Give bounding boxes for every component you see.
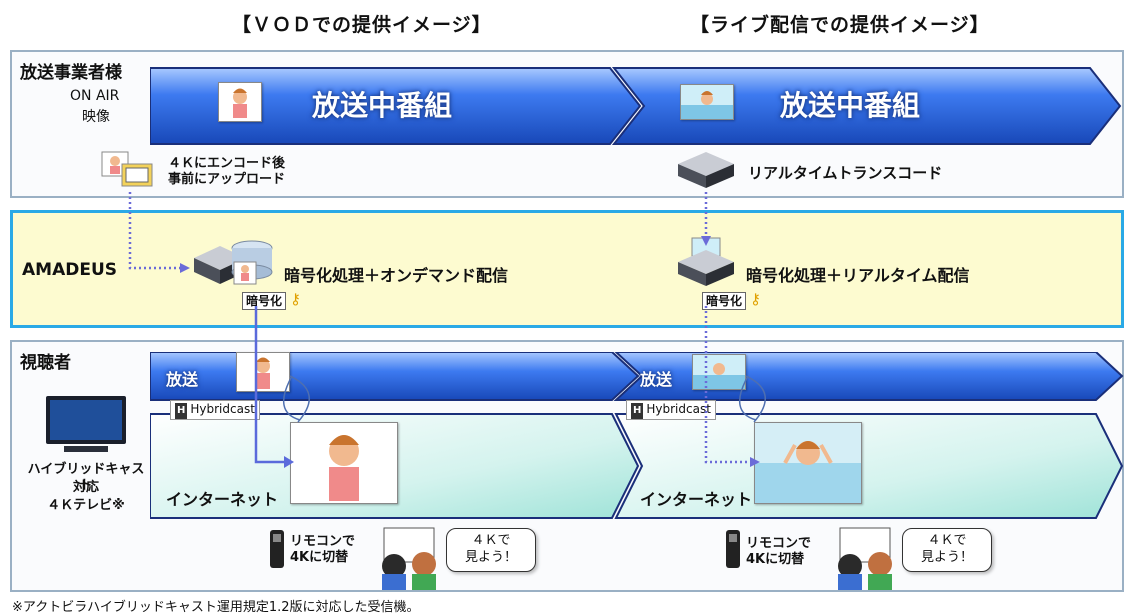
enc-tag-live: 暗号化 — [702, 292, 747, 310]
broadcast-label-vod: 放送 — [166, 370, 199, 389]
program-label-vod: 放送中番組 — [312, 89, 453, 122]
key-icon-live: ⚷ — [750, 290, 761, 308]
viewer-title: 視聴者 — [20, 353, 71, 373]
hybridcast-label-live: Hybridcast — [646, 402, 711, 416]
tv-text-1: ハイブリッドキャスト — [27, 462, 145, 493]
vod-process-label: 暗号化処理＋オンデマンド配信 — [284, 266, 509, 285]
viewers-icon-live — [838, 527, 892, 590]
bubble-text-live-1: ４Ｋで — [927, 533, 967, 548]
transcode-label: リアルタイムトランスコード — [748, 164, 943, 182]
vod-server-icon — [194, 240, 273, 285]
viewers-icon-vod — [382, 527, 436, 590]
program-arrow-vod — [150, 67, 642, 145]
on-air-label: ON AIR — [70, 88, 120, 104]
tv-text-2: 対応 — [72, 480, 99, 495]
speech-bubble-vod: ４Ｋで 見よう！ — [446, 528, 536, 572]
hybridcast-logo-icon: H — [175, 403, 188, 419]
live-header: 【ライブ配信での提供イメージ】 — [690, 14, 990, 36]
live-server-icon — [678, 237, 734, 286]
hybridcast-label-vod: Hybridcast — [190, 402, 255, 416]
broadcast-thumb-vod — [236, 352, 290, 392]
remote-text-vod-1: リモコンで — [290, 534, 356, 549]
remote-text-live-2: 4Kに切替 — [746, 552, 805, 567]
broadcast-label-live: 放送 — [640, 370, 673, 389]
enc-tag-vod: 暗号化 — [242, 292, 287, 310]
upload-dotted-line — [128, 192, 180, 270]
hybridcast-logo-icon: H — [631, 403, 644, 419]
remote-text-vod-2: 4Kに切替 — [290, 550, 349, 565]
internet-thumb-live — [754, 422, 862, 504]
live-process-label: 暗号化処理＋リアルタイム配信 — [746, 266, 970, 285]
vod-solid-line — [254, 306, 286, 464]
tv-text-3: ４Ｋテレビ※ — [47, 498, 125, 513]
transcode-server-icon — [678, 152, 734, 188]
switch-arrow-live — [739, 375, 767, 423]
live-internet-dotted-line — [704, 306, 750, 464]
amadeus-title: AMADEUS — [22, 260, 118, 280]
encode-icon — [101, 151, 153, 187]
program-label-live: 放送中番組 — [780, 89, 921, 122]
internet-label-live: インターネット — [640, 490, 753, 509]
remote-icon-live — [726, 530, 740, 568]
broadcaster-title: 放送事業者様 — [20, 63, 122, 83]
broadcast-thumb-live — [692, 354, 746, 390]
key-icon-vod: ⚷ — [290, 290, 301, 308]
bubble-text-vod-1: ４Ｋで — [471, 533, 511, 548]
bubble-text-live-2: 見よう！ — [920, 550, 973, 565]
vod-header: 【ＶＯＤでの提供イメージ】 — [232, 14, 492, 36]
tv-icon — [46, 396, 126, 452]
internet-label-vod: インターネット — [166, 490, 279, 509]
speech-bubble-live: ４Ｋで 見よう！ — [902, 528, 992, 572]
remote-icon-vod — [270, 530, 284, 568]
bubble-text-vod-2: 見よう！ — [464, 550, 517, 565]
switch-arrow-vod — [283, 375, 311, 423]
program-arrows — [150, 67, 1122, 145]
internet-thumb-vod — [290, 422, 398, 504]
internet-arrow-live — [614, 413, 1124, 519]
encode-text-1: ４Ｋにエンコード後 — [168, 156, 286, 171]
program-arrow-live — [611, 67, 1122, 145]
footnote: ※アクトビラハイブリッドキャスト運用規定1.2版に対応した受信機。 — [12, 600, 420, 615]
video-label: 映像 — [82, 109, 110, 125]
encode-text-2: 事前にアップロード — [168, 172, 286, 187]
program-thumb-vod — [218, 82, 262, 122]
program-thumb-live — [680, 84, 734, 120]
remote-text-live-1: リモコンで — [746, 536, 812, 551]
